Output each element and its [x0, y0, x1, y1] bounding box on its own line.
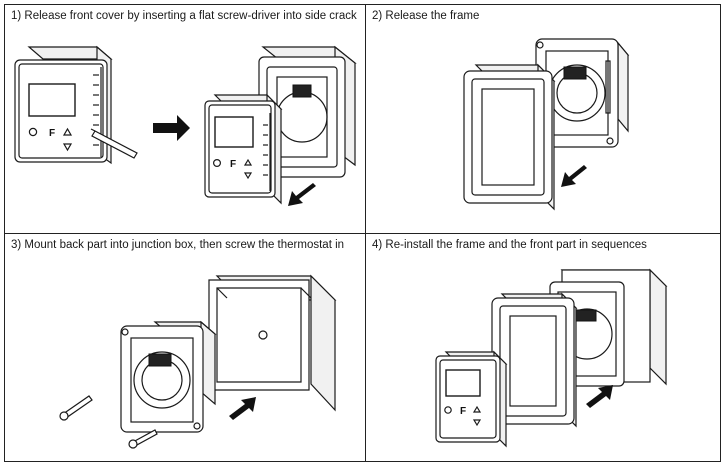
arrow-icon	[153, 115, 190, 141]
step-3-caption: 3) Mount back part into junction box, th…	[11, 239, 345, 251]
instruction-grid: F	[4, 4, 721, 462]
step-3-illustration	[59, 274, 337, 449]
step-2-panel: 2) Release the frame	[366, 5, 720, 234]
step-1-panel: F	[5, 5, 366, 234]
step-4-panel: F 4) Re-install the frame and the front …	[366, 234, 720, 461]
frame	[463, 63, 556, 211]
step-4-illustration: F	[435, 268, 668, 448]
arrow-icon	[586, 385, 613, 408]
arrow-icon	[229, 397, 256, 420]
step-4-caption: 4) Re-install the frame and the front pa…	[372, 239, 647, 251]
svg-text:F: F	[460, 406, 466, 417]
thermostat-assembled: F	[14, 45, 138, 165]
front-module: F	[435, 350, 508, 448]
arrow-icon	[288, 183, 316, 206]
power-icon	[28, 127, 38, 137]
back-unit	[535, 38, 630, 148]
step-1-caption: 1) Release front cover by inserting a fl…	[11, 10, 357, 22]
screw-icon	[59, 395, 93, 421]
back-plate	[120, 320, 217, 433]
screw-icon	[128, 429, 158, 449]
step-3-panel: 3) Mount back part into junction box, th…	[5, 234, 366, 461]
svg-text:F: F	[230, 159, 236, 170]
junction-box	[208, 274, 337, 412]
front-module: F	[204, 93, 283, 205]
step-2-illustration	[463, 38, 630, 211]
screwdriver-icon	[90, 128, 138, 159]
arrow-icon	[561, 165, 587, 187]
device-label: F	[49, 128, 55, 139]
frame	[491, 292, 578, 428]
step-1-illustration: F	[14, 45, 357, 206]
step-2-caption: 2) Release the frame	[372, 10, 480, 22]
